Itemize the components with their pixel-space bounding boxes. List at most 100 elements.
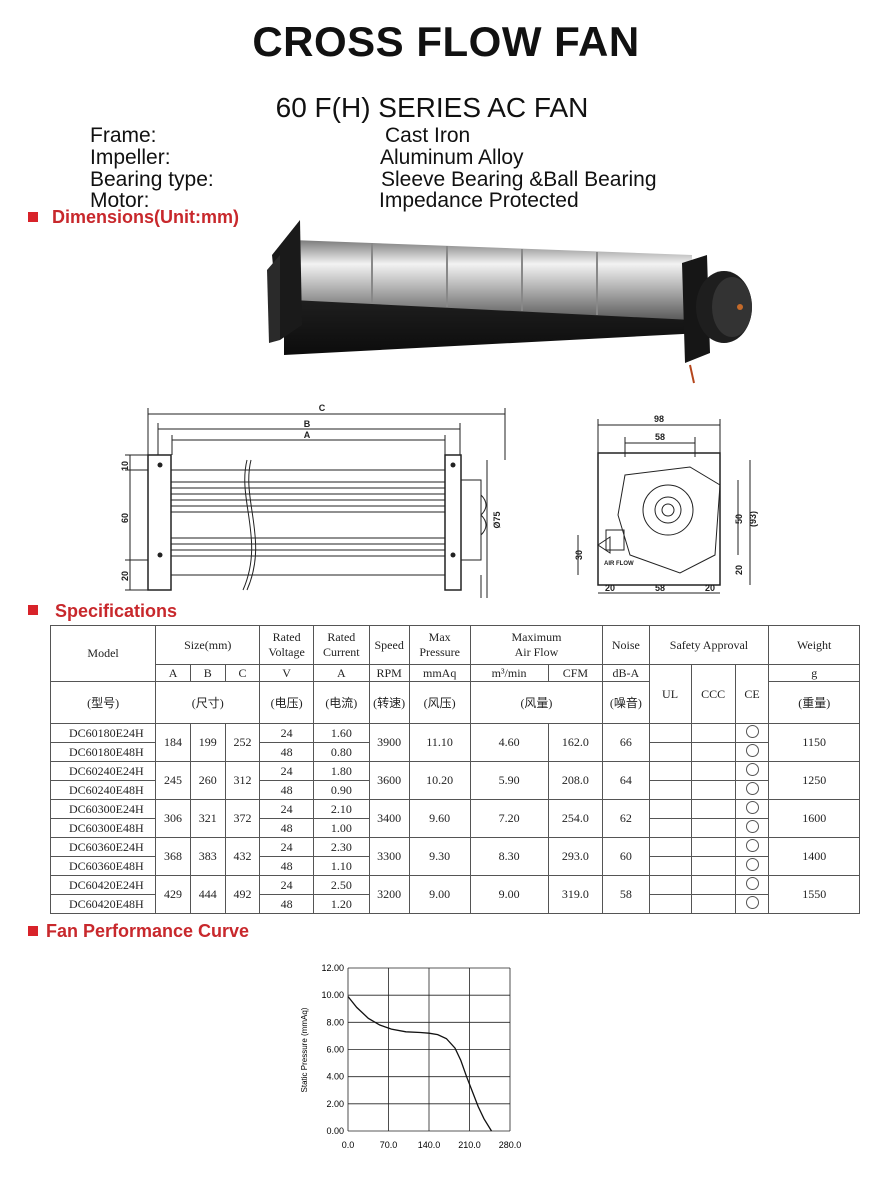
cn-voltage: (电压): [259, 681, 314, 724]
ul-cell: [648, 723, 692, 743]
model-cell: DC60420E48H: [49, 894, 157, 914]
ce-circle-icon: [745, 895, 759, 909]
y-tick-label: 8.00: [326, 1017, 344, 1027]
pressure-cell: 9.30: [408, 837, 471, 876]
size-c-cell: 432: [224, 837, 261, 876]
model-cell: DC60300E48H: [49, 818, 157, 838]
ccc-cell: [690, 894, 736, 914]
th-weight: Weight: [768, 625, 860, 665]
approval-ul: UL: [648, 664, 692, 724]
prop-impeller-value: Aluminum Alloy: [380, 146, 524, 169]
current-cell: 2.50: [312, 875, 370, 895]
pressure-cell: 9.60: [408, 799, 471, 838]
voltage-cell: 24: [259, 761, 314, 781]
size-c-cell: 312: [224, 761, 261, 800]
size-b-cell: 444: [189, 875, 226, 914]
ce-circle-icon: [745, 876, 759, 890]
noise-cell: 66: [602, 723, 650, 762]
bullet-square-icon: [28, 926, 38, 936]
y-tick-label: 2.00: [326, 1099, 344, 1109]
ccc-cell: [690, 856, 736, 876]
voltage-cell: 48: [259, 780, 314, 800]
pressure-cell: 9.00: [408, 875, 471, 914]
cn-current: (电流): [312, 681, 370, 724]
size-c-cell: 492: [224, 875, 261, 914]
cn-size: (尺寸): [155, 681, 261, 724]
prop-motor-label: Motor:: [90, 189, 150, 212]
section-specifications-title: Specifications: [55, 601, 178, 621]
voltage-cell: 48: [259, 894, 314, 914]
dim-b-label: B: [304, 419, 311, 429]
y-tick-label: 10.00: [321, 990, 344, 1000]
ce-cell: [734, 780, 770, 800]
ccc-cell: [690, 818, 736, 838]
x-tick-label: 140.0: [418, 1140, 441, 1150]
y-tick-label: 12.00: [321, 963, 344, 973]
cn-noise: (噪音): [602, 681, 650, 724]
airflow-cfm-cell: 208.0: [547, 761, 604, 800]
ccc-cell: [690, 837, 736, 857]
ul-cell: [648, 818, 692, 838]
rpm-cell: 3200: [368, 875, 410, 914]
bullet-square-icon: [28, 605, 38, 615]
ul-cell: [648, 837, 692, 857]
current-cell: 1.20: [312, 894, 370, 914]
pressure-cell: 11.10: [408, 723, 471, 762]
size-b-cell: 199: [189, 723, 226, 762]
x-tick-label: 70.0: [380, 1140, 398, 1150]
cn-airflow: (风量): [469, 681, 604, 724]
dim-diameter-label: Ø75: [492, 511, 502, 528]
airflow-cfm-cell: 254.0: [547, 799, 604, 838]
dim-93-label: (93): [748, 511, 758, 527]
current-cell: 1.80: [312, 761, 370, 781]
pressure-cell: 10.20: [408, 761, 471, 800]
dim-c-label: C: [319, 403, 326, 413]
prop-impeller-label: Impeller:: [90, 146, 171, 169]
weight-cell: 1250: [768, 761, 860, 800]
ce-cell: [734, 818, 770, 838]
th-size: Size(mm): [155, 625, 261, 665]
noise-cell: 60: [602, 837, 650, 876]
unit-amp: A: [312, 664, 370, 682]
th-safety: Safety Approval: [648, 625, 770, 665]
noise-cell: 58: [602, 875, 650, 914]
ccc-cell: [690, 875, 736, 895]
unit-b: B: [189, 664, 226, 682]
current-cell: 1.00: [312, 818, 370, 838]
noise-cell: 64: [602, 761, 650, 800]
ce-cell: [734, 723, 770, 743]
prop-motor-value: Impedance Protected: [379, 189, 579, 212]
current-cell: 0.80: [312, 742, 370, 762]
dim-60-label: 60: [120, 513, 130, 523]
weight-cell: 1550: [768, 875, 860, 914]
unit-v: V: [259, 664, 314, 682]
rpm-cell: 3600: [368, 761, 410, 800]
ce-cell: [734, 875, 770, 895]
unit-cfm: CFM: [547, 664, 604, 682]
size-c-cell: 252: [224, 723, 261, 762]
noise-cell: 62: [602, 799, 650, 838]
approval-ccc: CCC: [690, 664, 736, 724]
ce-cell: [734, 761, 770, 781]
airflow-cfm-cell: 162.0: [547, 723, 604, 762]
ce-circle-icon: [745, 838, 759, 852]
airflow-m3-cell: 4.60: [469, 723, 549, 762]
ul-cell: [648, 894, 692, 914]
cn-model: (型号): [49, 681, 157, 724]
airflow-m3-cell: 7.20: [469, 799, 549, 838]
model-cell: DC60240E24H: [49, 761, 157, 781]
weight-cell: 1600: [768, 799, 860, 838]
model-cell: DC60240E48H: [49, 780, 157, 800]
prop-frame-label: Frame:: [90, 124, 157, 147]
voltage-cell: 24: [259, 799, 314, 819]
ccc-cell: [690, 780, 736, 800]
cn-weight: (重量): [768, 681, 860, 724]
voltage-cell: 24: [259, 723, 314, 743]
